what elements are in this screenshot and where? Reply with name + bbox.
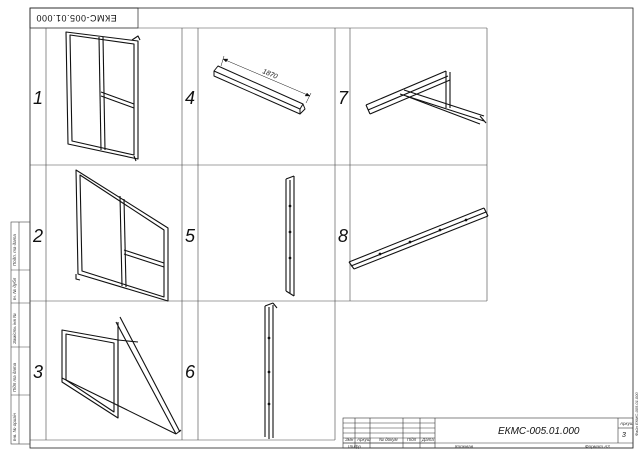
cell-number-4: 4 xyxy=(185,88,196,108)
title-col-change: Змн xyxy=(345,437,354,442)
side-label-dup-no: Ін. № дубл xyxy=(12,277,17,300)
title-side-code: Файл ЕКМС-005.01.000 xyxy=(634,392,639,436)
rail-part-8 xyxy=(348,207,489,270)
cell-number-7: 7 xyxy=(338,88,349,108)
cell-grid xyxy=(30,27,488,441)
frame-part-3 xyxy=(61,316,182,435)
cell-number-5: 5 xyxy=(185,226,196,246)
beam-part-4 xyxy=(213,55,312,115)
title-format: Формат А3 xyxy=(585,444,610,449)
rail-part-5 xyxy=(285,175,295,297)
cell-number-8: 8 xyxy=(338,226,349,246)
cell-number-1: 1 xyxy=(33,88,44,108)
frame-part-1 xyxy=(65,31,141,162)
frame-part-2 xyxy=(75,169,169,302)
cell-number-6: 6 xyxy=(185,362,196,382)
side-label-sign-date: Подп. та дата xyxy=(12,234,17,266)
title-col-doc: № докум xyxy=(379,437,398,442)
side-label-sign-date-2: Підп та дата xyxy=(12,362,17,392)
title-copied: Копював xyxy=(455,444,474,449)
title-sheet-number: 3 xyxy=(622,432,626,439)
title-designation: ЕКМС-005.01.000 xyxy=(498,426,580,437)
title-col-sheet: Аркуш xyxy=(357,437,371,442)
top-stamp-code: ЕКМС-005.01.000 xyxy=(36,13,117,23)
post-part-6 xyxy=(264,302,278,439)
title-block xyxy=(342,417,634,449)
title-sheet-label: Аркуш xyxy=(620,421,634,426)
cell-number-3: 3 xyxy=(33,362,44,382)
title-col-date: Дата xyxy=(422,437,434,442)
title-cipher: Шифр xyxy=(348,444,361,449)
title-col-sign: Підп xyxy=(407,437,417,442)
side-stamp xyxy=(10,221,31,445)
ridge-part-7 xyxy=(365,70,487,125)
side-label-replace-no: Замість інв № xyxy=(12,313,17,344)
side-label-orig-no: Інв. № оригін xyxy=(12,413,17,441)
cell-number-2: 2 xyxy=(33,226,44,246)
